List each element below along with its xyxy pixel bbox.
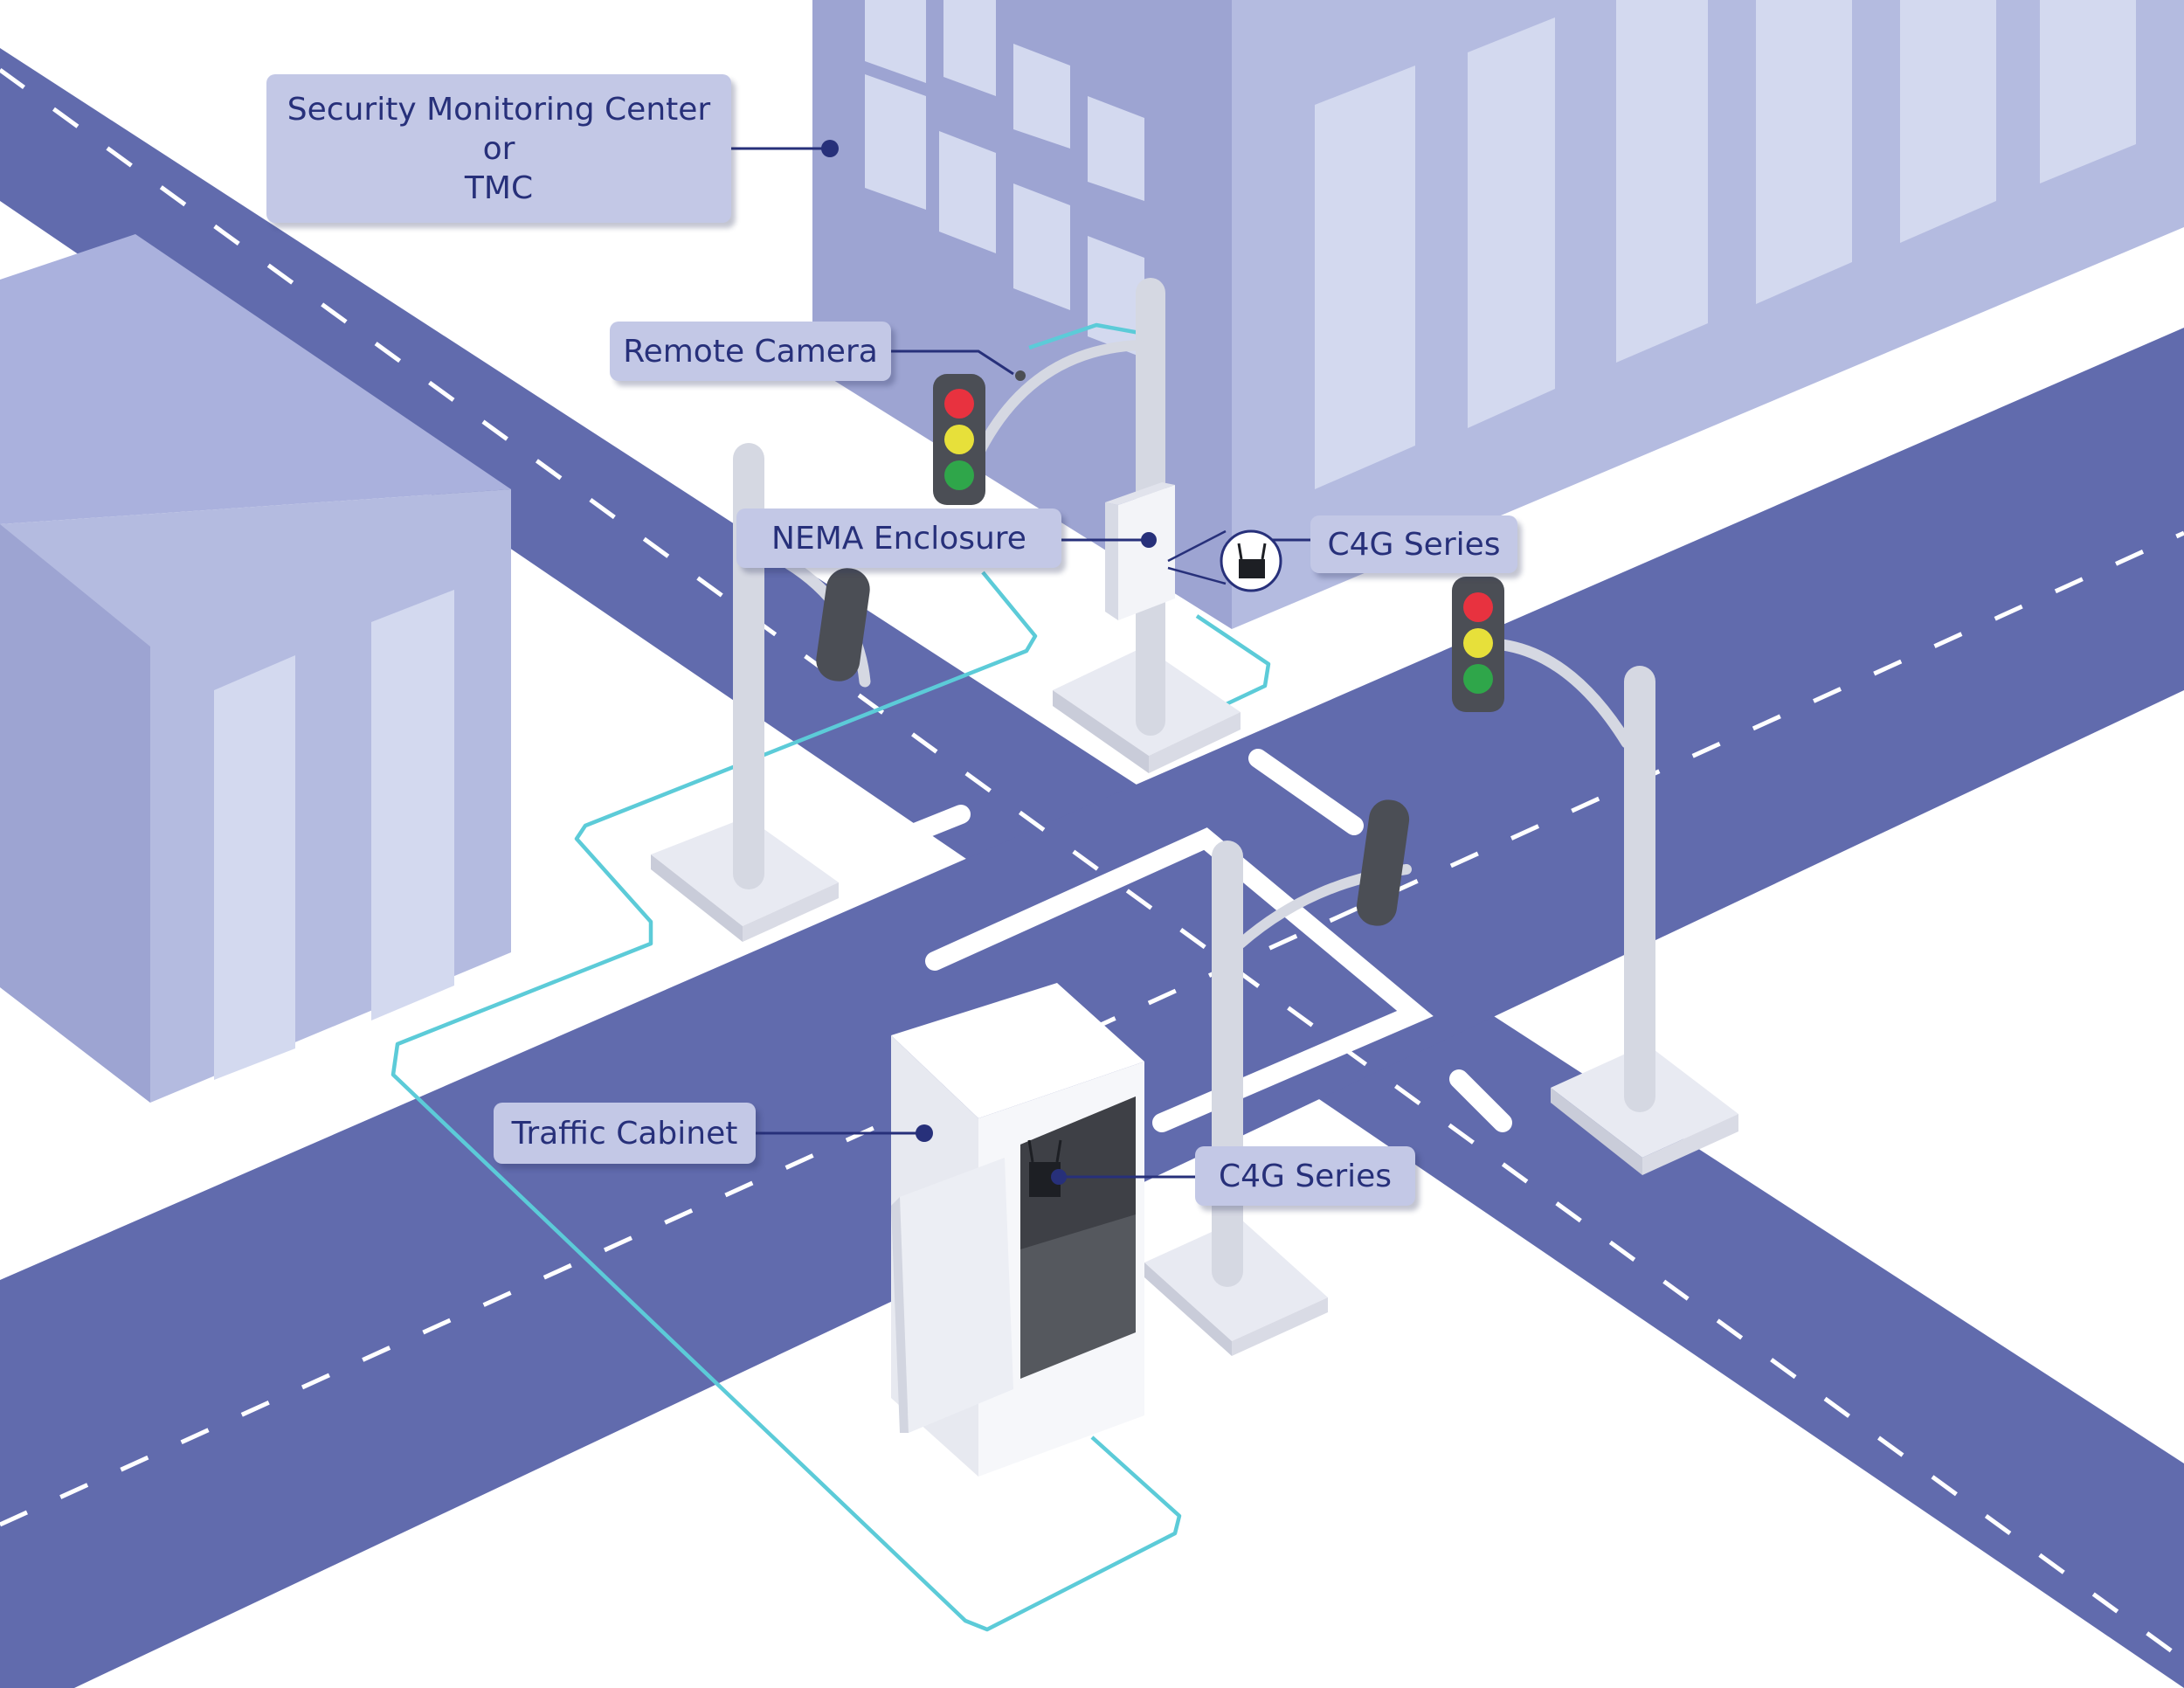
magnifier-ray	[1167, 566, 1227, 585]
callout-c4g-cabinet-label: C4G Series	[1218, 1158, 1393, 1194]
c4g-magnifier	[1167, 529, 1282, 592]
cabinet-opening-shade	[1020, 1097, 1136, 1249]
signal-head-side	[1357, 799, 1410, 926]
building-left-top	[0, 234, 511, 524]
callout-traffic-cabinet: Traffic Cabinet	[494, 1103, 756, 1164]
lane-marking-diagonal	[0, 67, 2184, 1663]
side-window	[865, 74, 926, 210]
side-window	[939, 131, 996, 253]
callout-c4g-pole-label: C4G Series	[1327, 526, 1501, 563]
signal-red-light	[1463, 592, 1493, 622]
callout-monitoring-center-line-1: Security Monitoring Center	[287, 91, 711, 128]
camera-icon	[1015, 370, 1026, 381]
building-right-front-windows	[1315, 0, 2136, 489]
crosswalk-southeast	[1449, 1069, 1512, 1132]
router-antenna	[1027, 1139, 1034, 1163]
side-window	[1013, 44, 1070, 149]
callout-c4g-cabinet: C4G Series	[1195, 1146, 1415, 1206]
crosswalk-east	[1248, 749, 1364, 835]
front-window	[1468, 17, 1555, 428]
pole-base-edge	[1642, 1114, 1738, 1175]
mast-arm	[973, 340, 1145, 460]
callout-nema-enclosure-label: NEMA Enclosure	[771, 520, 1026, 557]
callout-traffic-cabinet-label: Traffic Cabinet	[511, 1115, 738, 1152]
nema-enclosure-side	[1105, 502, 1118, 620]
leader-dot	[916, 1124, 933, 1142]
crosswalk-center	[925, 827, 1434, 1132]
router-icon	[1239, 559, 1265, 578]
building-right-side-windows	[865, 0, 1144, 358]
pole-base-edge	[1144, 1263, 1232, 1356]
building-left-window-1	[214, 655, 295, 1080]
signal-red-light	[944, 389, 974, 419]
mast-arm	[1496, 639, 1633, 749]
leader-remote-camera	[891, 349, 1014, 376]
front-window	[1616, 0, 1708, 363]
callout-monitoring-center-line-2: or	[482, 130, 515, 167]
signal-yellow-light	[1463, 628, 1493, 658]
leader-dot	[1141, 532, 1157, 548]
callout-monitoring-center: Security Monitoring Center or TMC	[266, 74, 731, 223]
cable-main-loop	[390, 571, 1182, 1632]
side-window	[865, 0, 926, 83]
callout-monitoring-center-line-3: TMC	[464, 169, 534, 206]
leader-dot	[1051, 1169, 1067, 1185]
pole-base-edge	[1551, 1088, 1642, 1175]
cabinet-top	[891, 983, 1144, 1118]
cabinet-door	[900, 1158, 1013, 1433]
callout-nema-enclosure: NEMA Enclosure	[736, 508, 1061, 568]
magnifier-ray	[1167, 529, 1227, 563]
signal-green-light	[944, 460, 974, 490]
callout-leaders	[731, 140, 1310, 1185]
traffic-cabinet	[891, 983, 1144, 1477]
front-window	[2040, 0, 2136, 183]
pole-east	[1452, 577, 1738, 1175]
leader-dot	[821, 140, 839, 157]
signal-green-light	[1463, 664, 1493, 694]
nema-enclosure-top	[1105, 482, 1175, 505]
building-left-window-2	[371, 590, 454, 1020]
callout-remote-camera: Remote Camera	[610, 322, 891, 381]
pole-base-edge	[1053, 690, 1149, 773]
crosswalks	[847, 749, 1512, 1132]
signal-yellow-light	[944, 425, 974, 454]
side-window	[1013, 183, 1070, 310]
building-right	[812, 0, 2184, 629]
side-window	[943, 0, 996, 96]
router-antenna	[1237, 543, 1243, 560]
building-left	[0, 234, 511, 1103]
signal-head-side	[816, 568, 870, 681]
side-window	[1088, 96, 1144, 201]
building-left-side	[0, 524, 150, 1103]
router-antenna	[1055, 1139, 1062, 1163]
router-antenna	[1261, 543, 1267, 560]
pole-base-edge	[1149, 712, 1241, 773]
pole-north	[933, 278, 1241, 773]
pole-base-edge	[651, 854, 743, 942]
callout-remote-camera-label: Remote Camera	[623, 333, 878, 370]
cabinet-door-edge	[891, 1197, 909, 1433]
crosswalk-west	[847, 805, 971, 866]
front-window	[1900, 0, 1996, 243]
callout-c4g-pole: C4G Series	[1310, 515, 1517, 573]
pole-base-edge	[743, 882, 839, 942]
front-window	[1315, 66, 1415, 489]
pole-base-edge	[1232, 1297, 1328, 1356]
nema-enclosure-box	[1118, 485, 1175, 620]
front-window	[1756, 0, 1852, 304]
